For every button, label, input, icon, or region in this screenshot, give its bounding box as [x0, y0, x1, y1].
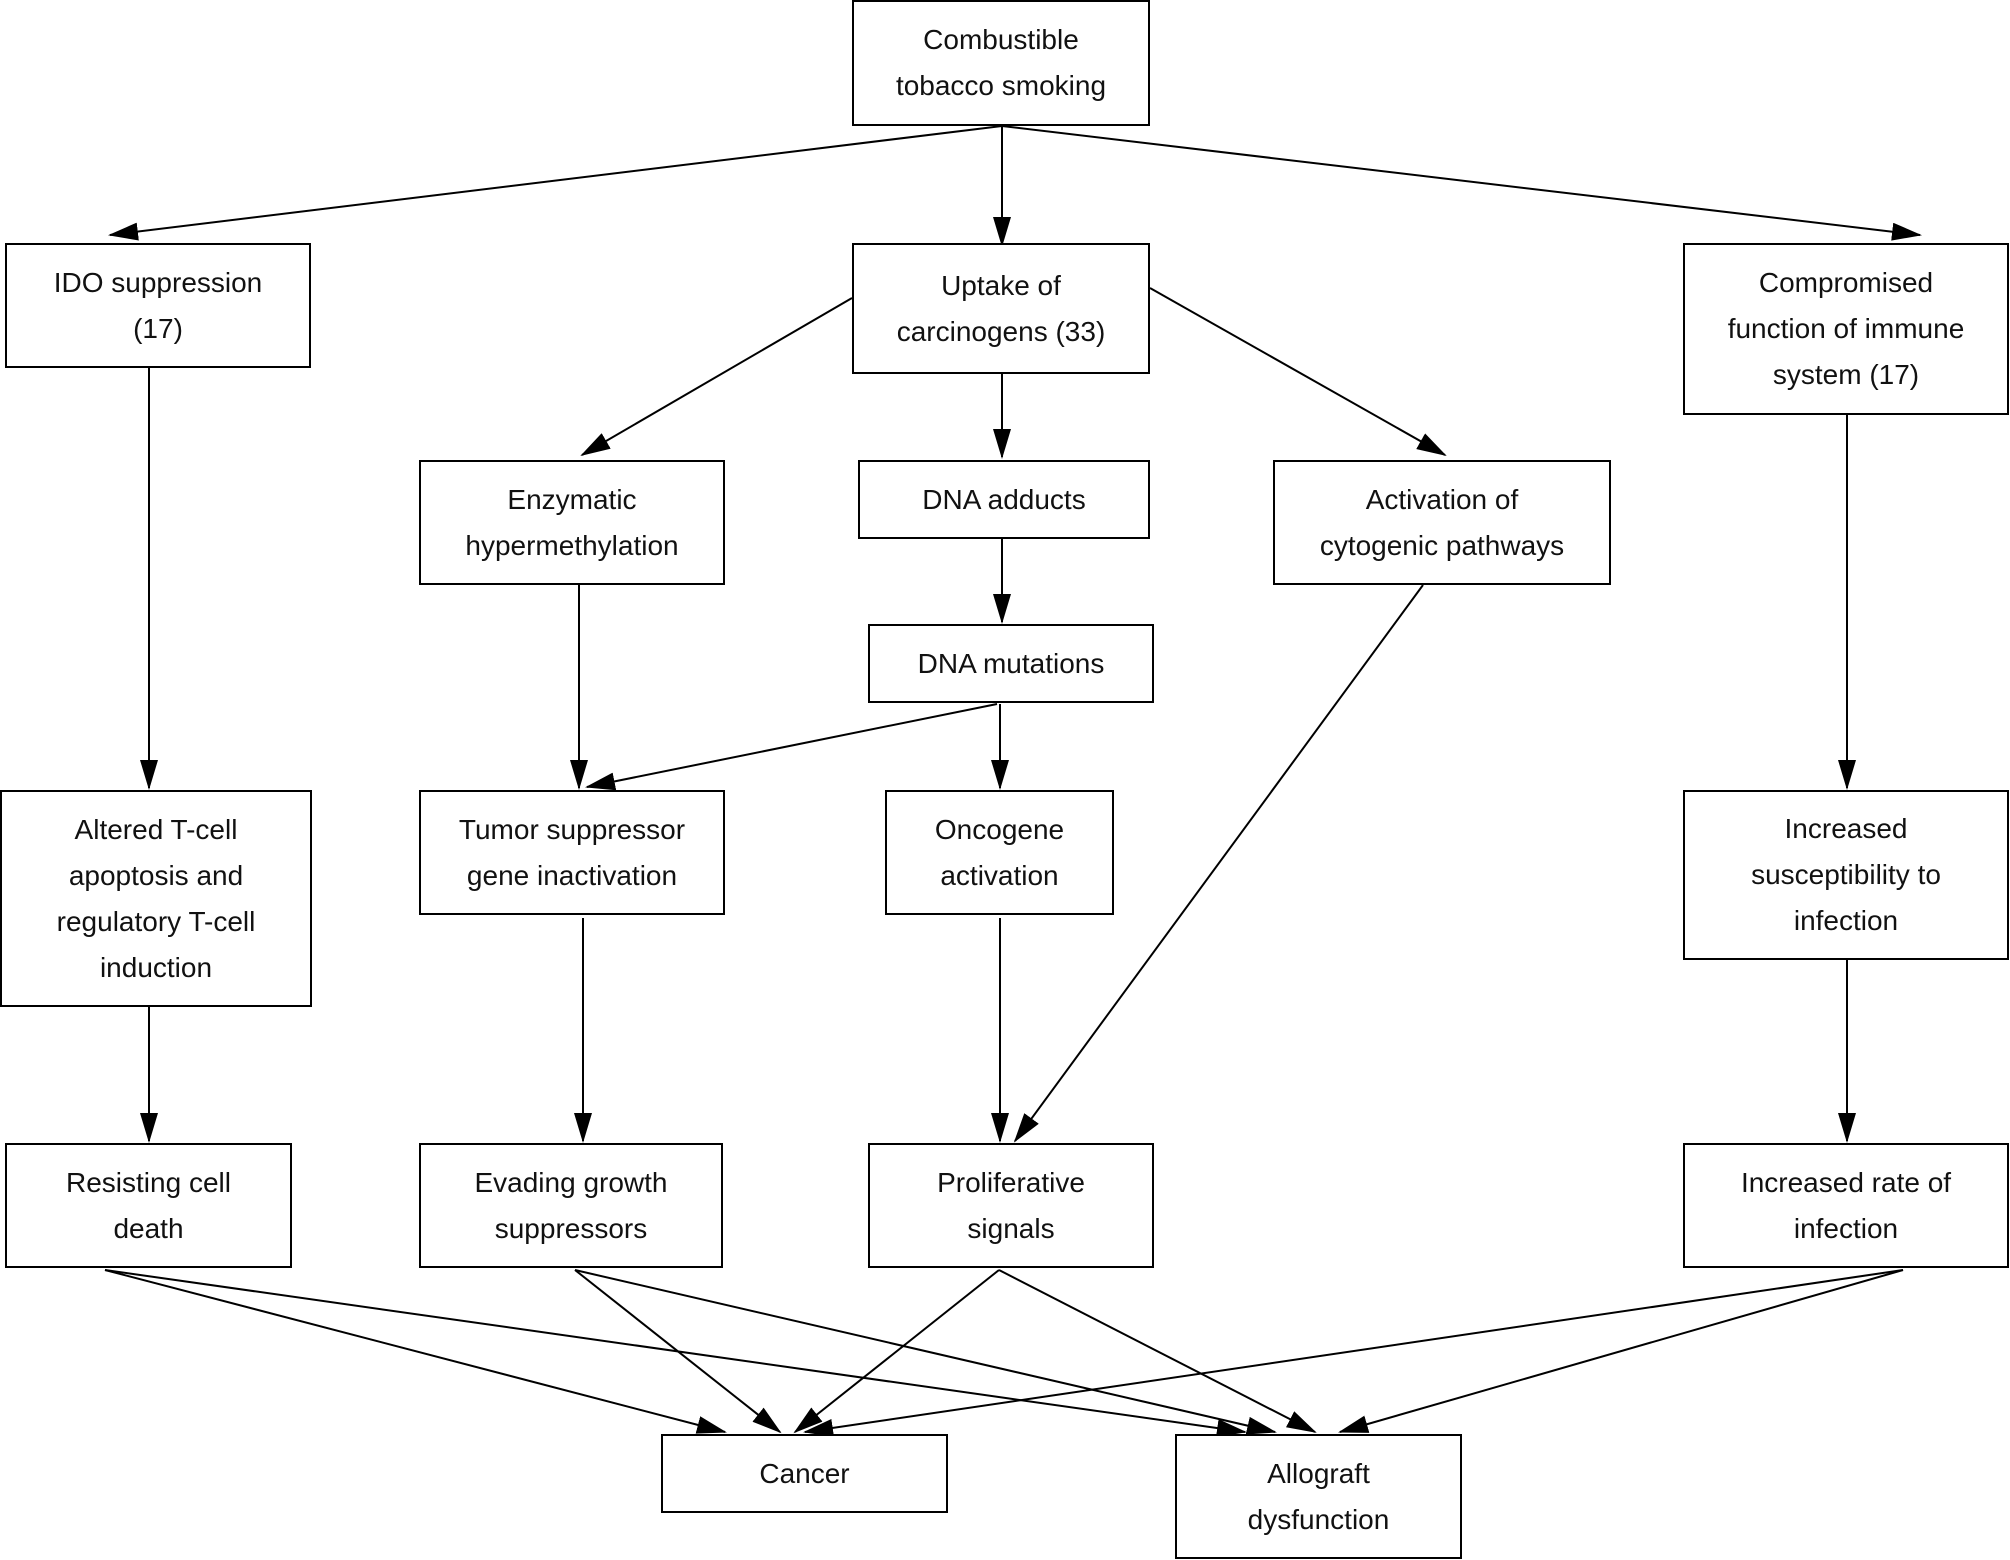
- arrow-evading-to-allograft: [574, 1269, 1277, 1435]
- arrow-resisting-to-allograft: [104, 1269, 1247, 1437]
- node-cancer: Cancer: [661, 1434, 948, 1513]
- node-evading-growth-suppressors: Evading growth suppressors: [419, 1143, 723, 1268]
- node-altered-t-cell-apoptosis: Altered T-cell apoptosis and regulatory …: [0, 790, 312, 1007]
- node-label: DNA adducts: [922, 483, 1086, 515]
- node-label: Compromised function of immune system (1…: [1727, 267, 1965, 390]
- node-label: Cancer: [759, 1457, 850, 1489]
- arrow-cytogenic-to-proliferative: [1013, 584, 1424, 1143]
- node-increased-susceptibility-to-infection: Increased susceptibility to infection: [1683, 790, 2009, 960]
- node-label: Uptake of carcinogens (33): [896, 269, 1106, 347]
- arrow-proliferative-to-allograft: [998, 1269, 1317, 1433]
- arrow-smoking-to-immune: [1001, 125, 1922, 241]
- node-allograft-dysfunction: Allograft dysfunction: [1175, 1434, 1462, 1559]
- node-label: Increased rate of infection: [1740, 1166, 1952, 1244]
- node-label: Activation of cytogenic pathways: [1319, 483, 1565, 561]
- node-activation-of-cytogenic-pathways: Activation of cytogenic pathways: [1273, 460, 1611, 585]
- node-ido-suppression: IDO suppression (17): [5, 243, 311, 368]
- arrow-infection_rate-to-cancer: [803, 1269, 1904, 1437]
- node-label: Altered T-cell apoptosis and regulatory …: [56, 813, 256, 983]
- node-uptake-of-carcinogens: Uptake of carcinogens (33): [852, 243, 1150, 374]
- arrow-infection_rate-to-allograft: [1338, 1269, 1904, 1433]
- arrow-evading-to-cancer: [574, 1269, 782, 1434]
- node-increased-rate-of-infection: Increased rate of infection: [1683, 1143, 2009, 1268]
- node-combustible-tobacco-smoking: Combustible tobacco smoking: [852, 0, 1150, 126]
- node-label: Resisting cell death: [66, 1166, 231, 1244]
- node-label: Combustible tobacco smoking: [895, 24, 1107, 101]
- node-label: Enzymatic hypermethylation: [465, 483, 679, 561]
- arrow-smoking-to-ido: [108, 125, 1003, 241]
- arrow-mutations-to-tumor: [585, 703, 998, 791]
- arrow-uptake-to-enzymatic: [580, 297, 853, 457]
- node-tumor-suppressor-gene-inactivation: Tumor suppressor gene inactivation: [419, 790, 725, 915]
- node-label: IDO suppression (17): [53, 266, 263, 344]
- node-label: Evading growth suppressors: [474, 1166, 668, 1244]
- node-label: Tumor suppressor gene inactivation: [458, 813, 686, 891]
- node-label: DNA mutations: [917, 647, 1105, 679]
- arrow-uptake-to-cytogenic: [1149, 287, 1447, 456]
- arrow-proliferative-to-cancer: [793, 1269, 1000, 1434]
- node-oncogene-activation: Oncogene activation: [885, 790, 1114, 915]
- node-label: Allograft dysfunction: [1247, 1457, 1390, 1535]
- node-label: Proliferative signals: [937, 1166, 1085, 1244]
- node-label: Increased susceptibility to infection: [1751, 813, 1941, 936]
- node-resisting-cell-death: Resisting cell death: [5, 1143, 292, 1268]
- node-enzymatic-hypermethylation: Enzymatic hypermethylation: [419, 460, 725, 585]
- node-dna-mutations: DNA mutations: [868, 624, 1154, 703]
- node-label: Oncogene activation: [934, 813, 1065, 891]
- node-dna-adducts: DNA adducts: [858, 460, 1150, 539]
- arrow-resisting-to-cancer: [104, 1269, 727, 1434]
- node-compromised-immune-function: Compromised function of immune system (1…: [1683, 243, 2009, 415]
- node-proliferative-signals: Proliferative signals: [868, 1143, 1154, 1268]
